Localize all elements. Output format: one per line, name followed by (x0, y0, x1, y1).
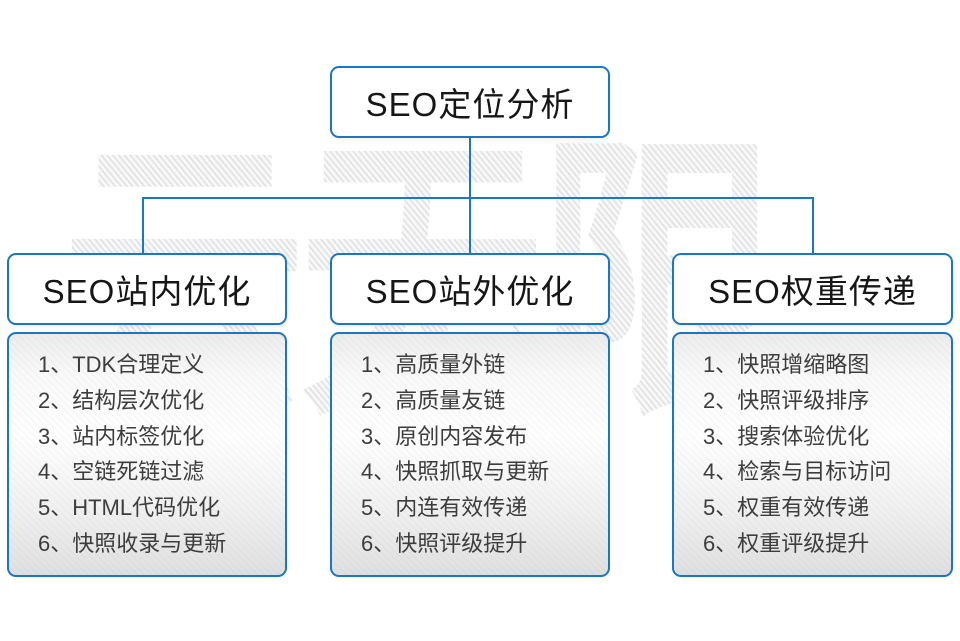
node-onsite-optimization: SEO站内优化 (7, 253, 287, 325)
connector-middle-drop (469, 197, 471, 255)
panel-onsite-items: 1、TDK合理定义 2、结构层次优化 3、站内标签优化 4、空链死链过滤 5、H… (7, 332, 287, 577)
list-item: 1、高质量外链 (361, 352, 506, 377)
list-item: 2、快照评级排序 (703, 387, 870, 413)
node-label: SEO权重传递 (708, 273, 917, 310)
item-list: 1、快照增缩略图 2、快照评级排序 3、搜索体验优化 4、检索与目标访问 5、权… (674, 334, 951, 562)
node-weight-transfer: SEO权重传递 (672, 253, 953, 325)
node-label: SEO站外优化 (365, 273, 575, 310)
item-list: 1、TDK合理定义 2、结构层次优化 3、站内标签优化 4、空链死链过滤 5、H… (9, 334, 285, 562)
list-item: 5、内连有效传递 (361, 495, 528, 521)
list-item: 1、快照增缩略图 (703, 352, 870, 377)
list-item: 2、结构层次优化 (38, 387, 205, 413)
item-list: 1、高质量外链 2、高质量友链 3、原创内容发布 4、快照抓取与更新 5、内连有… (332, 334, 608, 562)
list-item: 4、空链死链过滤 (38, 459, 205, 485)
list-item: 5、HTML代码优化 (38, 495, 221, 521)
panel-offsite-items: 1、高质量外链 2、高质量友链 3、原创内容发布 4、快照抓取与更新 5、内连有… (330, 332, 610, 577)
node-label: SEO站内优化 (42, 273, 252, 310)
node-label: SEO定位分析 (365, 86, 575, 123)
list-item: 3、原创内容发布 (361, 423, 528, 449)
node-seo-positioning-analysis: SEO定位分析 (330, 66, 610, 138)
list-item: 3、站内标签优化 (38, 423, 205, 449)
list-item: 5、权重有效传递 (703, 495, 870, 521)
list-item: 3、搜索体验优化 (703, 423, 870, 449)
list-item: 4、检索与目标访问 (703, 459, 892, 485)
panel-weight-items: 1、快照增缩略图 2、快照评级排序 3、搜索体验优化 4、检索与目标访问 5、权… (672, 332, 953, 577)
connector-horizontal (142, 197, 814, 199)
connector-left-drop (142, 197, 144, 255)
node-offsite-optimization: SEO站外优化 (330, 253, 610, 325)
list-item: 2、高质量友链 (361, 387, 506, 413)
list-item: 6、快照评级提升 (361, 530, 528, 556)
list-item: 6、权重评级提升 (703, 530, 870, 556)
list-item: 4、快照抓取与更新 (361, 459, 550, 485)
connector-right-drop (812, 197, 814, 255)
list-item: 6、快照收录与更新 (38, 530, 227, 556)
connector-root-vertical (469, 137, 471, 199)
list-item: 1、TDK合理定义 (38, 352, 205, 377)
